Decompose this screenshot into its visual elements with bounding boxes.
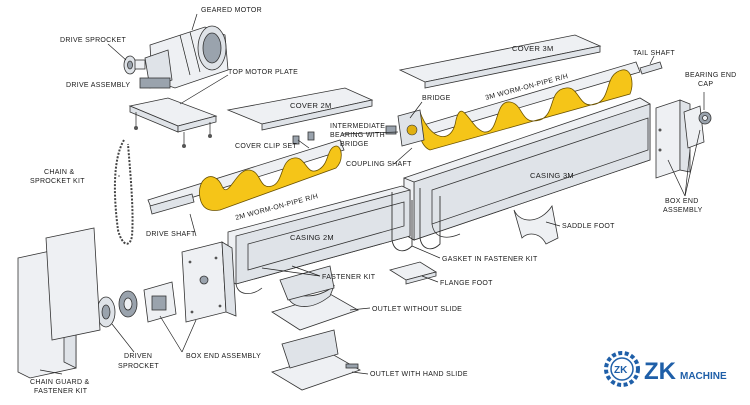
label-cover-clip-set: COVER CLIP SET [235, 143, 297, 150]
label-casing-3m: CASING 3M [530, 171, 574, 180]
label-top-motor-plate: TOP MOTOR PLATE [228, 69, 298, 76]
intermediate-bearing [385, 109, 425, 147]
label-tail-shaft: TAIL SHAFT [633, 50, 675, 57]
outlet-without-slide [271, 265, 359, 331]
label-bearing-end-cap-1: BEARING END [685, 72, 737, 79]
label-box-end-2: ASSEMBLY [663, 207, 703, 214]
label-drive-sprocket: DRIVE SPROCKET [60, 37, 126, 44]
label-box-end-1: BOX END [665, 198, 699, 205]
label-driven-sprocket-2: SPROCKET [118, 363, 159, 370]
label-chain-kit-1: CHAIN & [44, 169, 75, 176]
label-bridge: BRIDGE [422, 95, 451, 102]
casing-3m [403, 97, 651, 241]
tail-shaft [639, 61, 663, 75]
geared-motor [139, 25, 229, 89]
outlet-with-slide [271, 329, 361, 391]
logo-mark-small: ZK [614, 365, 628, 376]
chain [113, 139, 134, 245]
label-intermediate-2: BEARING WITH [330, 132, 385, 139]
label-geared-motor: GEARED MOTOR [201, 7, 262, 14]
company-logo: ZK ZK MACHINE [598, 346, 744, 392]
label-saddle-foot: SADDLE FOOT [562, 223, 615, 230]
label-gasket: GASKET IN FASTENER KIT [442, 256, 538, 263]
label-cover-3m: COVER 3M [512, 44, 554, 53]
cover-2m [226, 87, 374, 131]
saddle-foot [513, 204, 559, 245]
label-fastener-kit: FASTENER KIT [322, 274, 376, 281]
cover-clip-set [292, 131, 315, 145]
label-flange-foot: FLANGE FOOT [440, 280, 493, 287]
label-intermediate-1: INTERMEDIATE [330, 123, 385, 130]
label-driven-sprocket-1: DRIVEN [124, 353, 152, 360]
label-chain-kit-2: SPROCKET KIT [30, 178, 85, 185]
box-end-left [143, 241, 237, 323]
label-intermediate-3: BRIDGE [340, 141, 369, 148]
driven-sprocket [96, 290, 138, 328]
gasket [391, 188, 441, 252]
label-box-end-assembly: BOX END ASSEMBLY [186, 353, 261, 360]
top-motor-plate [128, 97, 218, 148]
logo-mark: ZK [644, 358, 677, 385]
label-chain-guard-1: CHAIN GUARD & [30, 379, 90, 386]
label-drive-assembly: DRIVE ASSEMBLY [66, 82, 130, 89]
label-chain-guard-2: FASTENER KIT [34, 388, 88, 395]
flange-foot [389, 261, 437, 285]
label-outlet-with-slide: OUTLET WITH HAND SLIDE [370, 371, 468, 378]
label-coupling-shaft: COUPLING SHAFT [346, 161, 412, 168]
logo-text: MACHINE [680, 371, 727, 382]
drive-sprocket [123, 55, 146, 75]
label-bearing-end-cap-2: CAP [698, 81, 713, 88]
chain-guard [17, 227, 101, 379]
leader-lines [39, 13, 705, 375]
cover-3m [398, 34, 602, 89]
box-end-right [655, 99, 712, 179]
drive-shaft [149, 193, 195, 215]
label-cover-2m: COVER 2M [290, 101, 332, 110]
casing-2m [227, 185, 411, 294]
gear-icon: ZK [604, 351, 640, 387]
label-outlet-without-slide: OUTLET WITHOUT SLIDE [372, 306, 462, 313]
label-casing-2m: CASING 2M [290, 233, 334, 242]
label-drive-shaft: DRIVE SHAFT [146, 231, 196, 238]
